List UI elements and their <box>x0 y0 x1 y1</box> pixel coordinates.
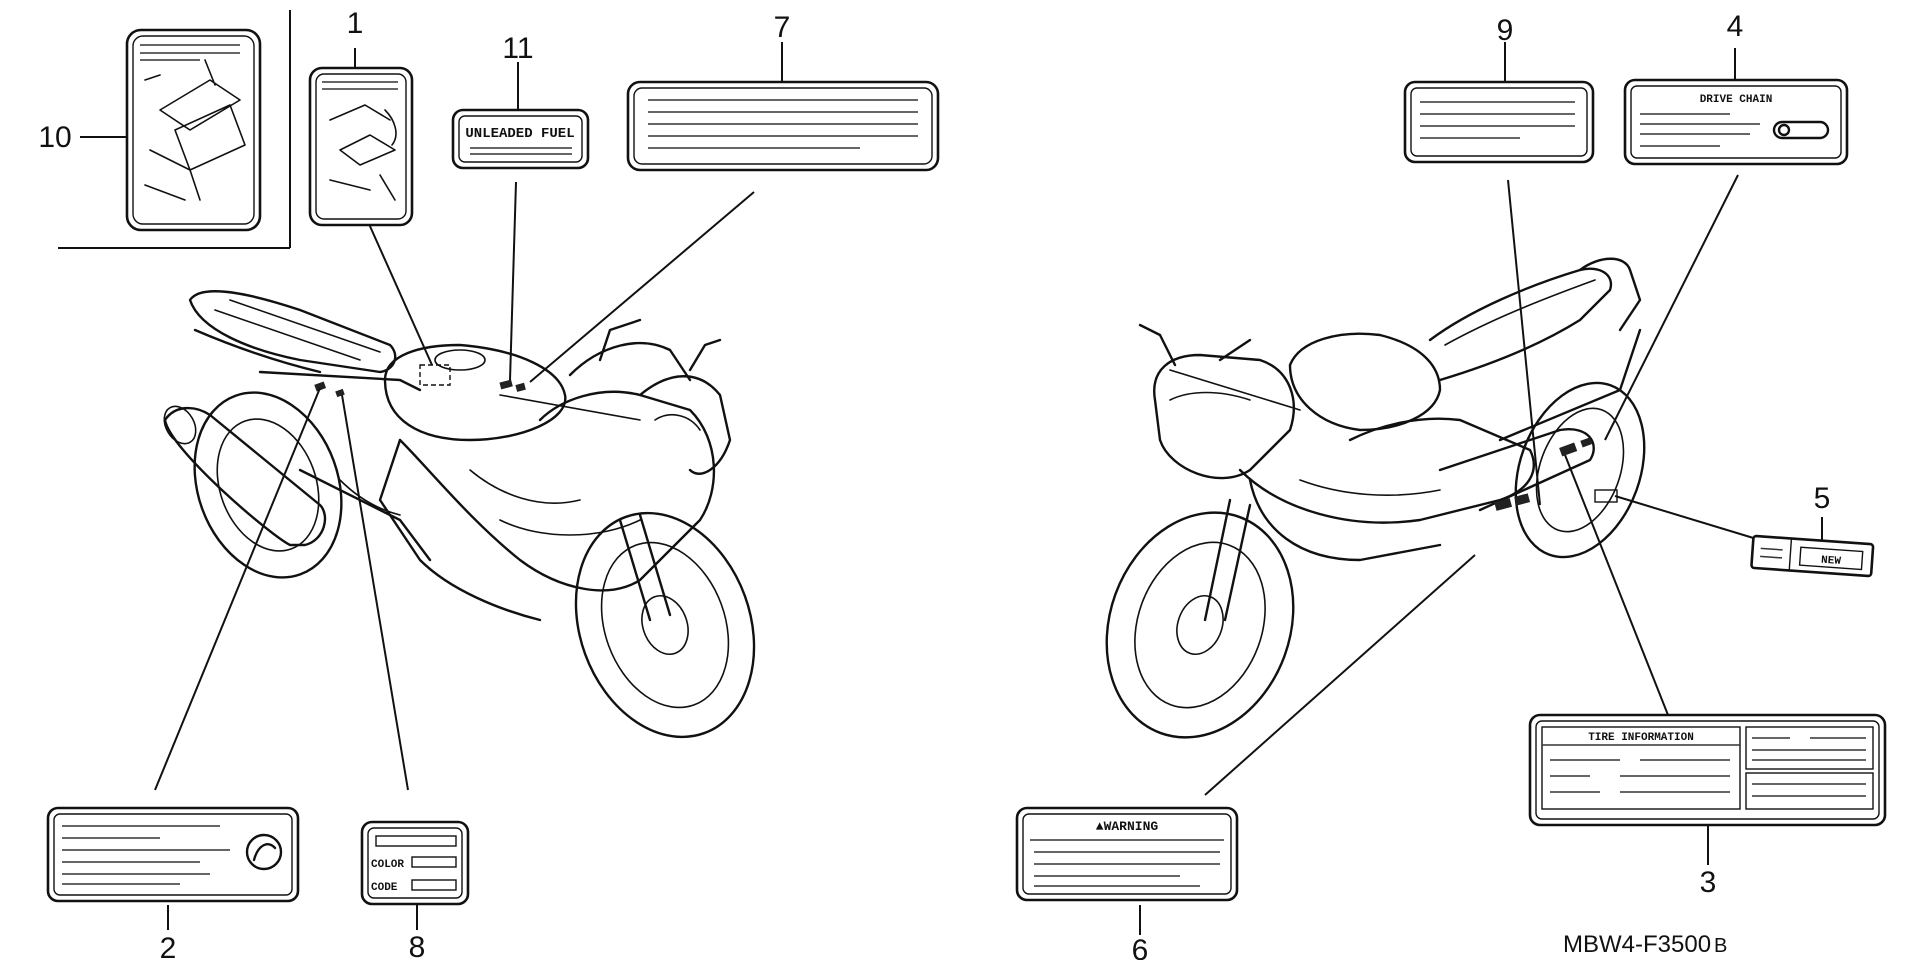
callout-9: 9 <box>1497 14 1514 47</box>
callout-6: 6 <box>1132 934 1149 960</box>
label-1 <box>308 66 414 227</box>
callout-2: 2 <box>160 932 177 960</box>
callout-5: 5 <box>1814 482 1831 515</box>
label-8: COLOR CODE <box>360 820 470 906</box>
label-3: TIRE INFORMATION <box>1528 713 1887 827</box>
label-4: DRIVE CHAIN <box>1623 78 1849 166</box>
callout-4: 4 <box>1727 10 1744 43</box>
label-11: UNLEADED FUEL <box>451 108 590 170</box>
warning-text: ▲WARNING <box>1096 819 1159 834</box>
label-6: ▲WARNING <box>1015 806 1239 902</box>
drive-chain-text: DRIVE CHAIN <box>1700 94 1773 106</box>
callout-3: 3 <box>1700 866 1717 899</box>
callout-8: 8 <box>409 931 426 960</box>
label-10 <box>125 28 262 232</box>
color-text: COLOR <box>371 859 404 871</box>
new-text: NEW <box>1821 555 1842 568</box>
code-text: CODE <box>371 882 398 894</box>
leader-lines <box>58 10 1823 935</box>
label-9 <box>1403 80 1595 164</box>
callout-1: 1 <box>347 7 364 40</box>
label-7 <box>626 80 940 172</box>
unleaded-fuel-text: UNLEADED FUEL <box>465 126 574 142</box>
tire-information-text: TIRE INFORMATION <box>1588 732 1694 744</box>
label-2 <box>46 806 300 903</box>
motorcycle-left-view <box>163 290 756 739</box>
callout-7: 7 <box>774 11 791 44</box>
callout-numbers: 1 2 3 4 5 6 7 8 9 10 11 <box>38 7 1830 960</box>
motorcycle-right-view <box>1105 257 1646 739</box>
label-5: NEW <box>1750 534 1875 578</box>
callout-10: 10 <box>38 121 71 154</box>
callout-11: 11 <box>502 32 533 65</box>
